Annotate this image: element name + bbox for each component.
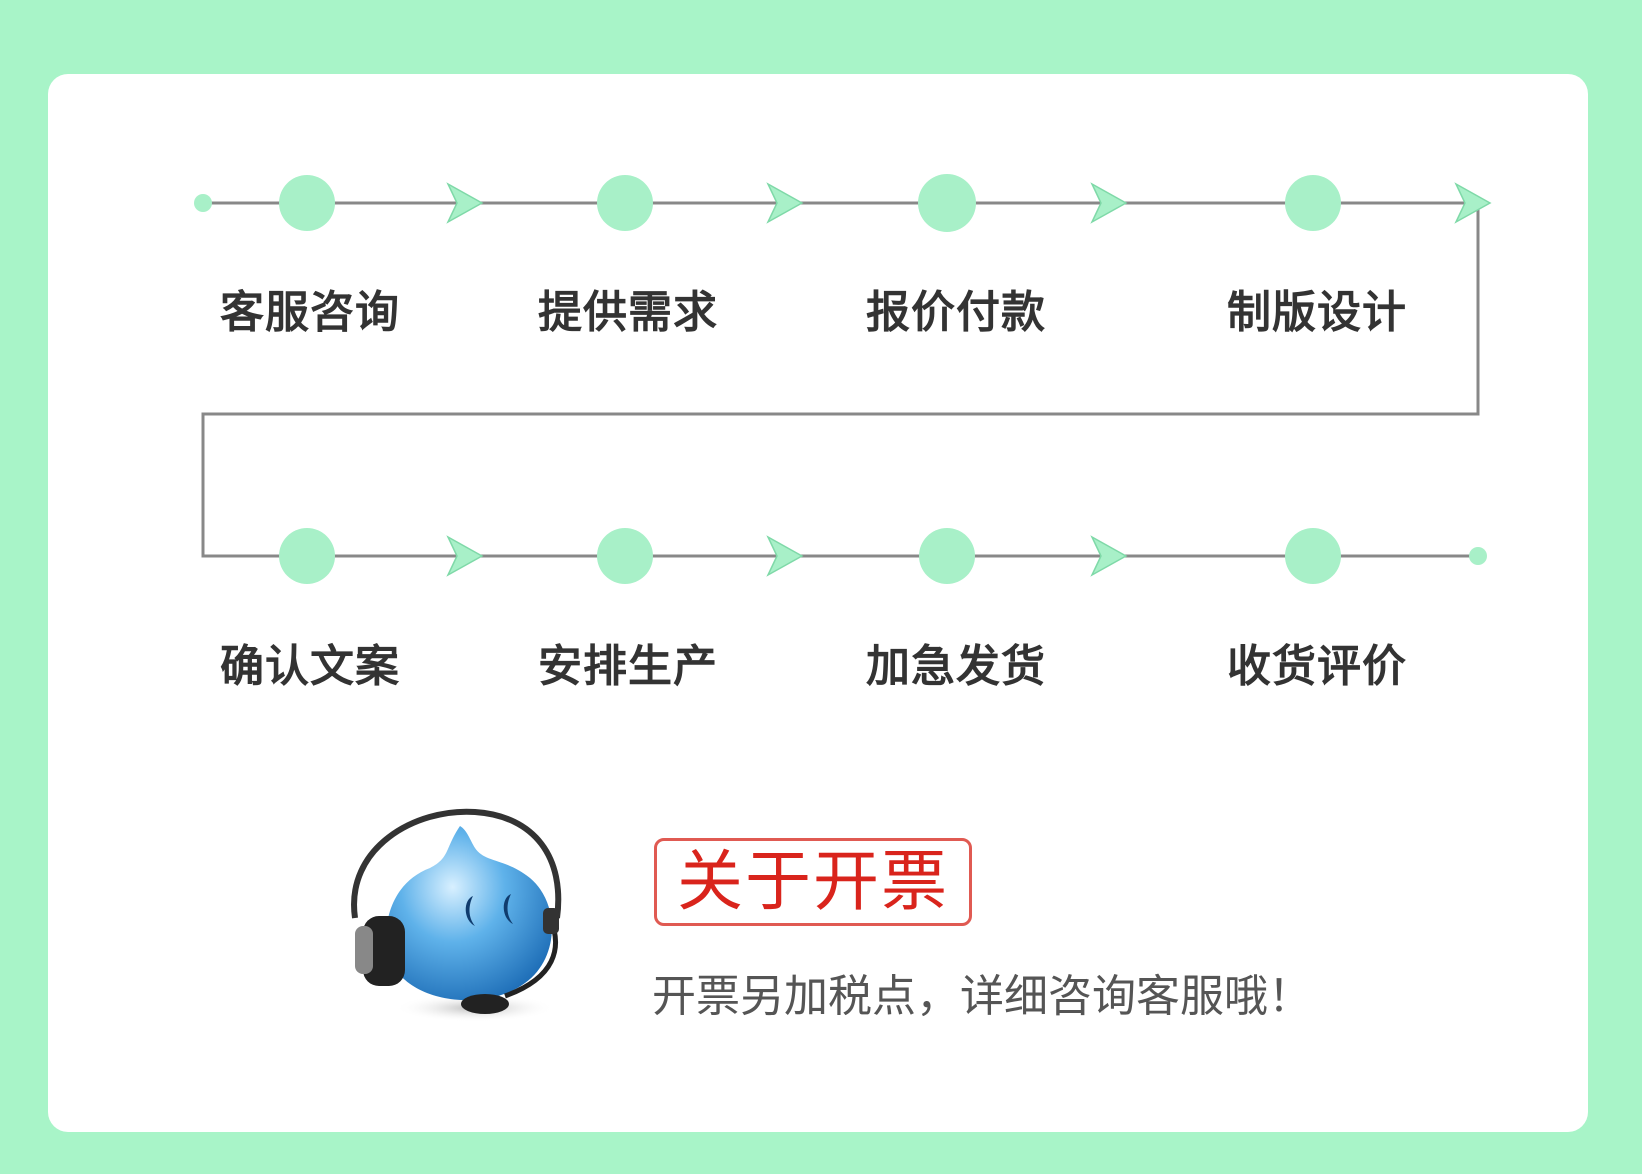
node-step-8: [1285, 528, 1341, 584]
chevron-arrow-icon: [766, 535, 804, 577]
process-card: [48, 74, 1588, 1132]
row2-end-dot: [1469, 547, 1487, 565]
node-step-3: [918, 174, 976, 232]
step-label-7: 加急发货: [866, 641, 1046, 692]
node-step-5: [279, 528, 335, 584]
step-label-3: 报价付款: [866, 287, 1046, 338]
node-step-1: [279, 175, 335, 231]
invoice-title: 关于开票: [677, 843, 949, 920]
step-label-4: 制版设计: [1227, 287, 1407, 338]
flow-lines: [201, 201, 1480, 558]
chevron-arrow-icon: [446, 535, 484, 577]
node-step-4: [1285, 175, 1341, 231]
chevron-arrow-icon: [766, 182, 804, 224]
step-label-6: 安排生产: [538, 641, 718, 692]
invoice-note: 开票另加税点，详细咨询客服哦！: [652, 971, 1312, 1022]
step-label-5: 确认文案: [220, 641, 400, 692]
row1-start-dot: [194, 194, 212, 212]
node-step-6: [597, 528, 653, 584]
node-step-2: [597, 175, 653, 231]
chevron-arrow-icon: [1454, 182, 1492, 224]
chevron-arrow-icon: [1090, 535, 1128, 577]
step-label-8: 收货评价: [1227, 641, 1407, 692]
invoice-title-box: 关于开票: [654, 838, 972, 926]
chevron-arrow-icon: [1090, 182, 1128, 224]
wrap-line: [201, 203, 1480, 558]
step-label-2: 提供需求: [538, 287, 718, 338]
chevron-arrow-icon: [446, 182, 484, 224]
step-label-1: 客服咨询: [220, 287, 400, 338]
customer-service-headset-mascot-icon: [351, 808, 562, 1022]
node-step-7: [919, 528, 975, 584]
